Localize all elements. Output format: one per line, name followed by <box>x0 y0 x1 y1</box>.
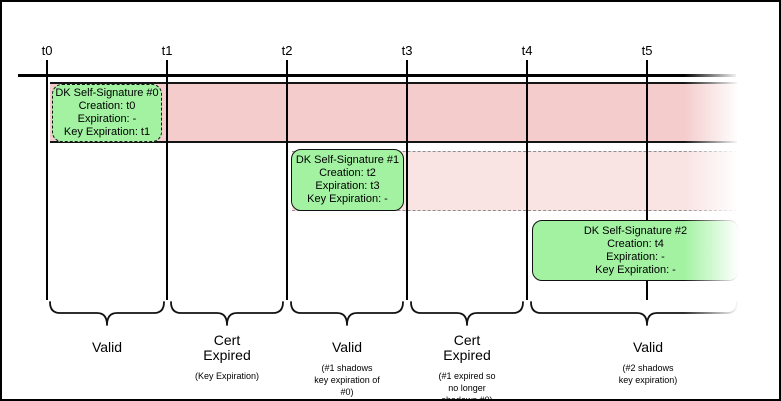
signature-box-1: DK Self-Signature #1 Creation: t2 Expira… <box>291 149 404 211</box>
signature-1-expiration: Expiration: t3 <box>315 180 380 192</box>
right-fade-overlay <box>684 56 779 336</box>
tick-line-t2 <box>286 60 288 300</box>
signature-2-title: DK Self-Signature #2 <box>583 224 688 237</box>
tick-line-t0 <box>46 60 48 300</box>
tick-label-t2: t2 <box>281 43 293 58</box>
period-label-3: Cert Expired (#1 expired so no longer sh… <box>407 332 527 401</box>
signature-2-key-expiration: Key Expiration: - <box>595 263 676 276</box>
tick-line-t5 <box>646 60 648 300</box>
signature-0-expiration: Expiration: - <box>77 113 137 125</box>
tick-label-t4: t4 <box>521 43 533 58</box>
signature-1-creation: Creation: t2 <box>319 167 376 179</box>
period-4-label: Valid <box>632 339 664 355</box>
brace-period-1 <box>170 301 284 326</box>
period-1-label: Cert Expired <box>203 332 251 363</box>
period-label-1: Cert Expired (Key Expiration) <box>167 333 287 382</box>
period-3-label: Cert Expired <box>443 332 491 363</box>
signature-0-creation: Creation: t0 <box>78 100 136 112</box>
period-label-4: Valid (#2 shadows key expiration) <box>588 333 708 386</box>
signature-1-key-expiration: Key Expiration: - <box>307 193 388 205</box>
tick-line-t1 <box>166 60 168 300</box>
signature-box-0: DK Self-Signature #0 Creation: t0 Expira… <box>52 84 162 142</box>
tick-label-t5: t5 <box>641 43 653 58</box>
period-1-note: (Key Expiration) <box>194 371 260 381</box>
period-0-label: Valid <box>91 339 123 355</box>
period-2-label: Valid <box>331 339 363 355</box>
period-3-note: (#1 expired so no longer shadows #0) <box>438 371 496 401</box>
timeline-axis <box>18 74 736 77</box>
brace-period-2 <box>290 301 404 326</box>
brace-period-0 <box>49 301 165 326</box>
signature-0-title: DK Self-Signature #0 <box>55 87 159 99</box>
tick-label-t1: t1 <box>161 43 173 58</box>
signature-2-creation: Creation: t4 <box>607 237 664 250</box>
period-label-0: Valid <box>47 333 167 362</box>
tick-line-t3 <box>406 60 408 300</box>
period-label-2: Valid (#1 shadows key expiration of #0) <box>287 333 407 398</box>
tick-label-t0: t0 <box>41 43 53 58</box>
signature-2-expiration: Expiration: - <box>606 250 665 263</box>
period-2-note: (#1 shadows key expiration of #0) <box>314 363 380 397</box>
tick-line-t4 <box>526 60 528 300</box>
period-4-note: (#2 shadows key expiration) <box>618 363 678 385</box>
signature-1-title: DK Self-Signature #1 <box>295 154 400 166</box>
signature-0-key-expiration: Key Expiration: t1 <box>63 126 151 138</box>
brace-period-3 <box>410 301 524 326</box>
tick-label-t3: t3 <box>401 43 413 58</box>
valid-period-band <box>50 82 737 143</box>
